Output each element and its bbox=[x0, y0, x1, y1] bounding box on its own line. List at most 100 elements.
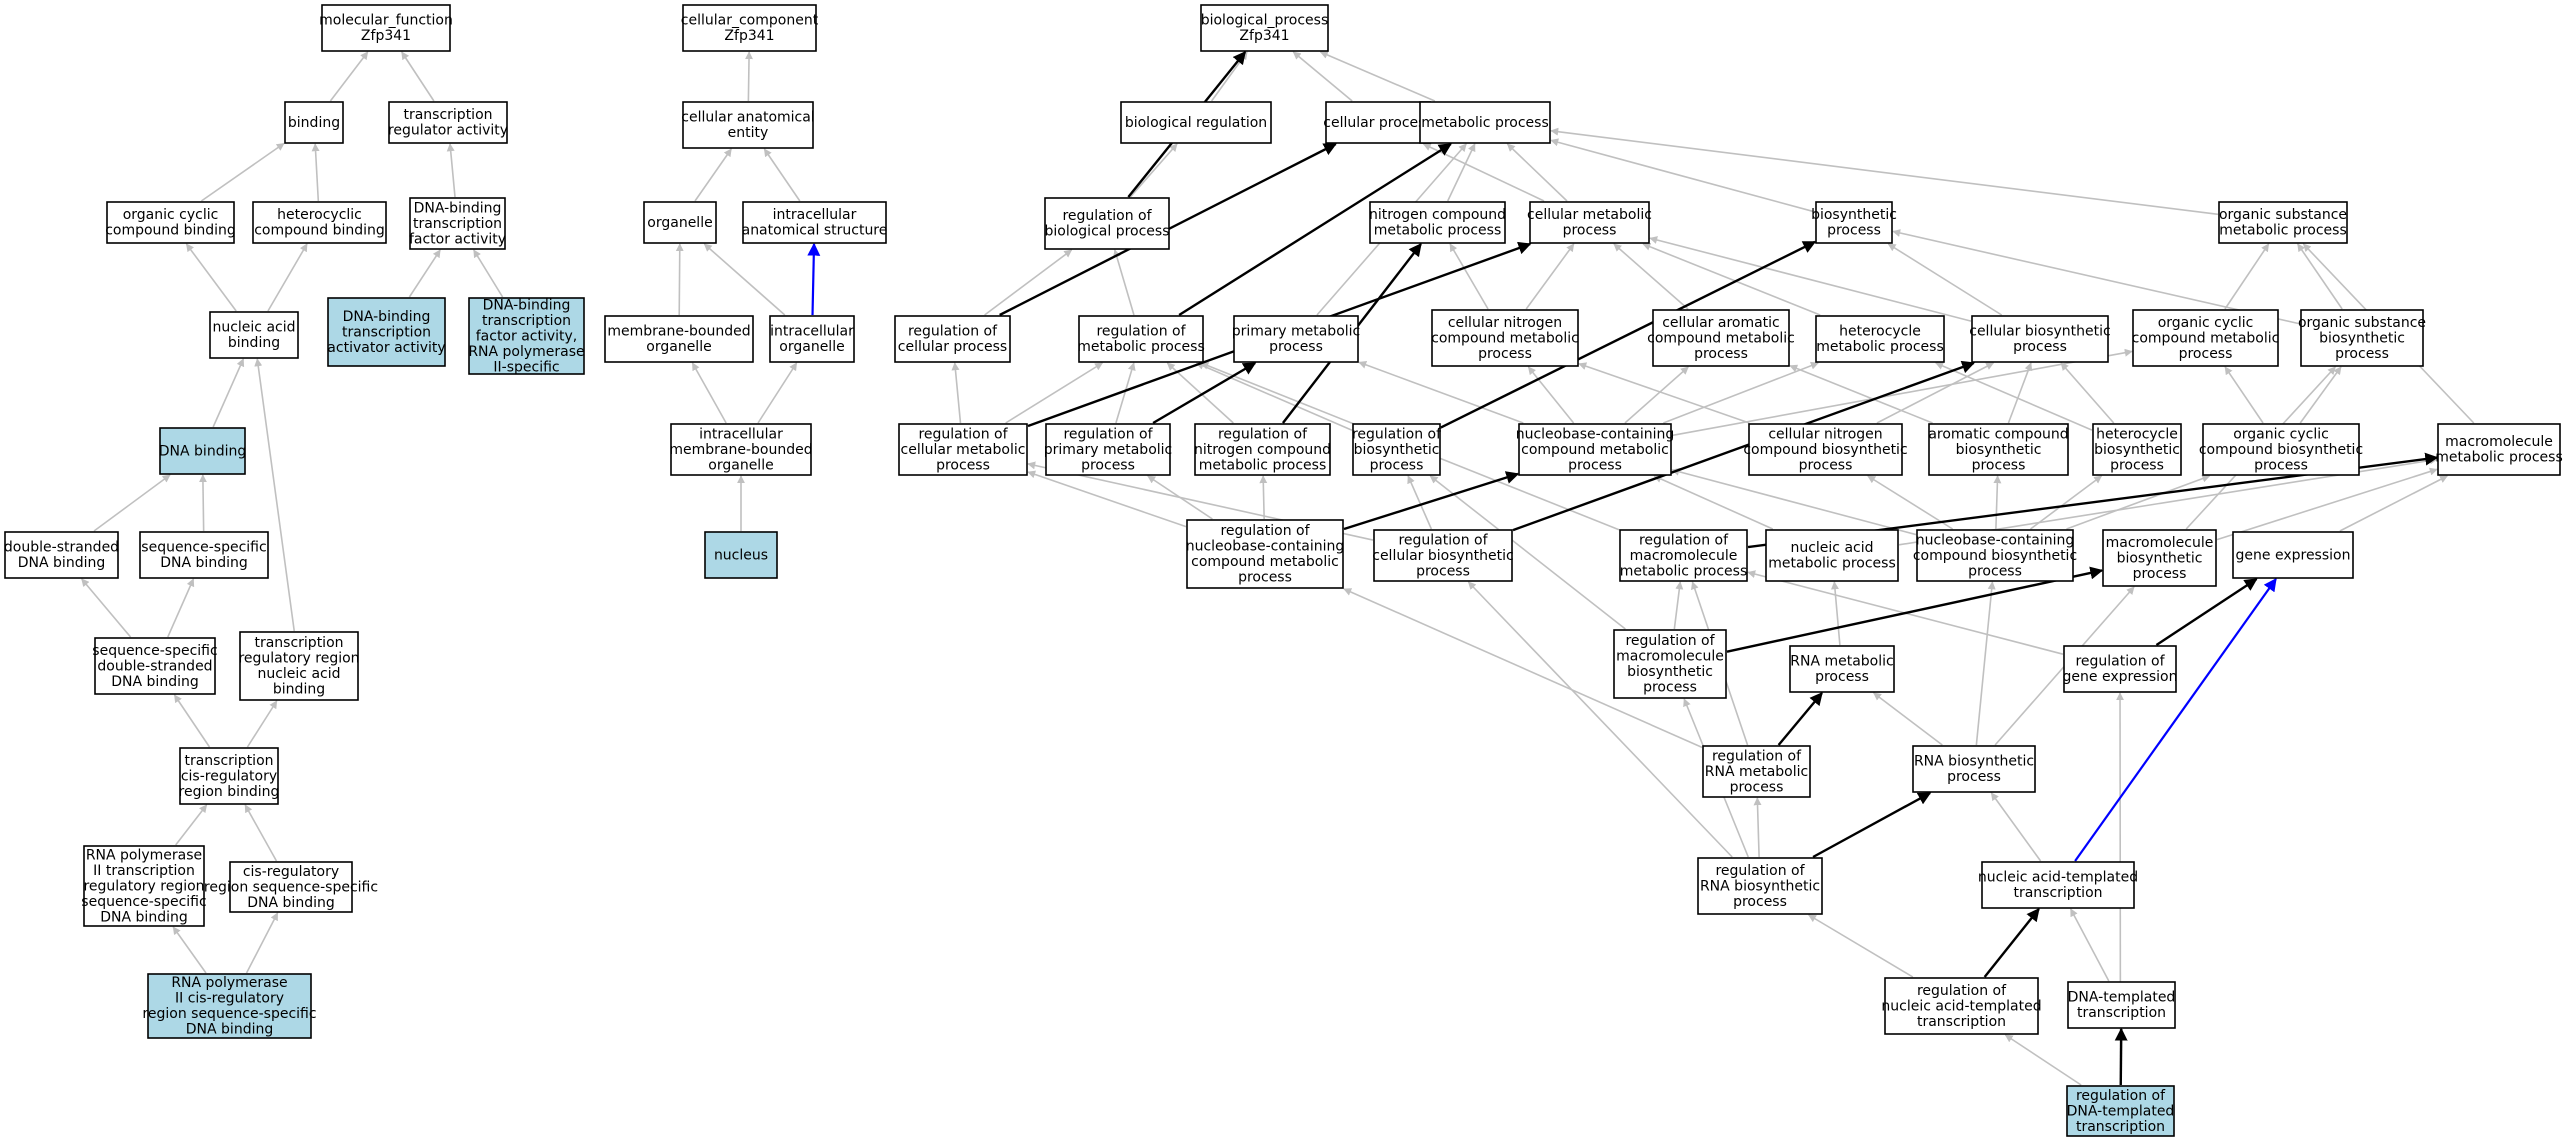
edge-is-a-occbp-to-occmp bbox=[2224, 366, 2264, 424]
term-label-line: compound binding bbox=[254, 223, 385, 239]
term-label-line: organic cyclic bbox=[123, 207, 219, 223]
term-label-line: process bbox=[936, 457, 990, 473]
term-node-nucleus[interactable]: nucleus bbox=[704, 531, 778, 579]
term-box bbox=[1697, 857, 1823, 915]
term-box bbox=[159, 427, 246, 475]
term-node-cp[interactable]: cellular process bbox=[1323, 101, 1433, 144]
term-box bbox=[1078, 315, 1204, 363]
term-box bbox=[643, 201, 717, 244]
term-label-line: macromolecule bbox=[2106, 535, 2214, 551]
term-node-ge[interactable]: gene expression bbox=[2232, 531, 2354, 579]
term-label-line: transcription bbox=[184, 753, 273, 769]
edge-is-a-nbcbp-to-occbp bbox=[2066, 474, 2211, 530]
edge-is-a-nbcbp-to-nbcmp bbox=[1671, 467, 1917, 536]
term-node-binding[interactable]: binding bbox=[284, 101, 344, 144]
term-label-line: heterocycle bbox=[1839, 324, 1921, 340]
edge-is-a-osmp-to-mp bbox=[1550, 127, 2219, 216]
edge-is-a-nbcmp-to-occmp bbox=[1671, 348, 2133, 437]
edge-regulates-rpmp-to-pmp bbox=[1152, 361, 1257, 425]
edge-regulates-rdtt-to-dtt bbox=[2114, 1027, 2128, 1086]
term-node-rmbp[interactable]: regulation ofmacromoleculebiosyntheticpr… bbox=[1613, 629, 1727, 699]
edge-regulates-rrnamp-to-rnamp bbox=[1777, 692, 1823, 746]
term-label-line: nucleus bbox=[714, 547, 768, 563]
term-node-mp[interactable]: metabolic process bbox=[1419, 101, 1551, 144]
term-label-line: double-stranded bbox=[4, 540, 119, 556]
term-node-organelle[interactable]: organelle bbox=[643, 201, 717, 244]
edge-is-a-dsdb-to-dnab bbox=[93, 474, 171, 532]
edge-is-a-rcmp-to-rcp bbox=[951, 362, 962, 424]
term-label-line: transcription bbox=[2013, 885, 2102, 901]
term-node-dnab[interactable]: DNA binding bbox=[159, 427, 246, 475]
term-label-line: transcription bbox=[342, 324, 431, 340]
term-box bbox=[604, 315, 754, 363]
term-node-breg[interactable]: biological regulation bbox=[1120, 101, 1272, 144]
term-label-line: sequence-specific bbox=[141, 540, 266, 556]
term-box bbox=[1369, 201, 1506, 244]
term-node-rnbcmp[interactable]: regulation ofnucleobase-containingcompou… bbox=[1186, 519, 1345, 589]
term-box bbox=[2132, 309, 2279, 367]
